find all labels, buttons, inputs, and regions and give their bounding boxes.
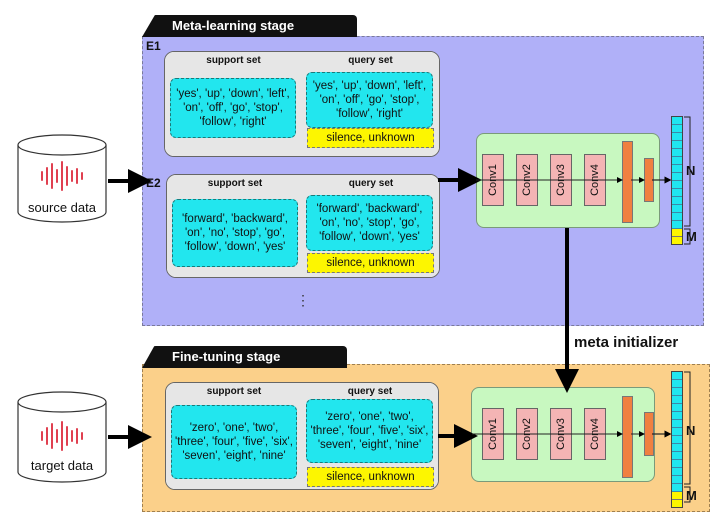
query-set-words: 'forward', 'backward', 'on', 'no', 'stop… bbox=[306, 195, 433, 251]
query-extra-classes: silence, unknown bbox=[307, 253, 434, 273]
support-set-words: 'zero', 'one', 'two', 'three', 'four', '… bbox=[171, 405, 297, 479]
target-data-label: target data bbox=[30, 458, 94, 473]
output-m-label: M bbox=[686, 229, 697, 244]
query-set-words: 'zero', 'one', 'two', 'three', 'four', '… bbox=[306, 399, 433, 463]
source-data-label: source data bbox=[28, 200, 96, 215]
more-episodes-ellipsis: ⋮ bbox=[296, 292, 310, 308]
query-set-title: query set bbox=[348, 55, 393, 66]
fine-stage-title: Fine-tuning stage bbox=[142, 346, 347, 368]
waveform-icon bbox=[41, 161, 83, 191]
query-set-title: query set bbox=[348, 178, 394, 189]
query-set-words: 'yes', 'up', 'down', 'left', 'on', 'off'… bbox=[306, 72, 433, 128]
waveform-icon bbox=[41, 421, 83, 451]
support-set-words: 'yes', 'up', 'down', 'left', 'on', 'off'… bbox=[170, 78, 296, 138]
episode-label-e1: E1 bbox=[146, 39, 161, 53]
meta-initializer-label: meta initializer bbox=[574, 334, 679, 351]
output-m-label: M bbox=[686, 488, 697, 503]
output-n-label: N bbox=[686, 163, 696, 178]
support-set-title: support set bbox=[206, 55, 261, 66]
query-extra-classes: silence, unknown bbox=[307, 128, 434, 148]
support-set-title: support set bbox=[206, 386, 262, 397]
query-extra-classes: silence, unknown bbox=[307, 467, 434, 487]
output-n-label: N bbox=[686, 423, 696, 438]
output-vector bbox=[671, 371, 683, 508]
fc-layer bbox=[622, 396, 633, 478]
support-set-words: 'forward', 'backward', 'on', 'no', 'stop… bbox=[172, 199, 298, 267]
support-set-title: support set bbox=[207, 178, 263, 189]
query-set-title: query set bbox=[347, 386, 393, 397]
meta-stage-title: Meta-learning stage bbox=[142, 15, 357, 37]
